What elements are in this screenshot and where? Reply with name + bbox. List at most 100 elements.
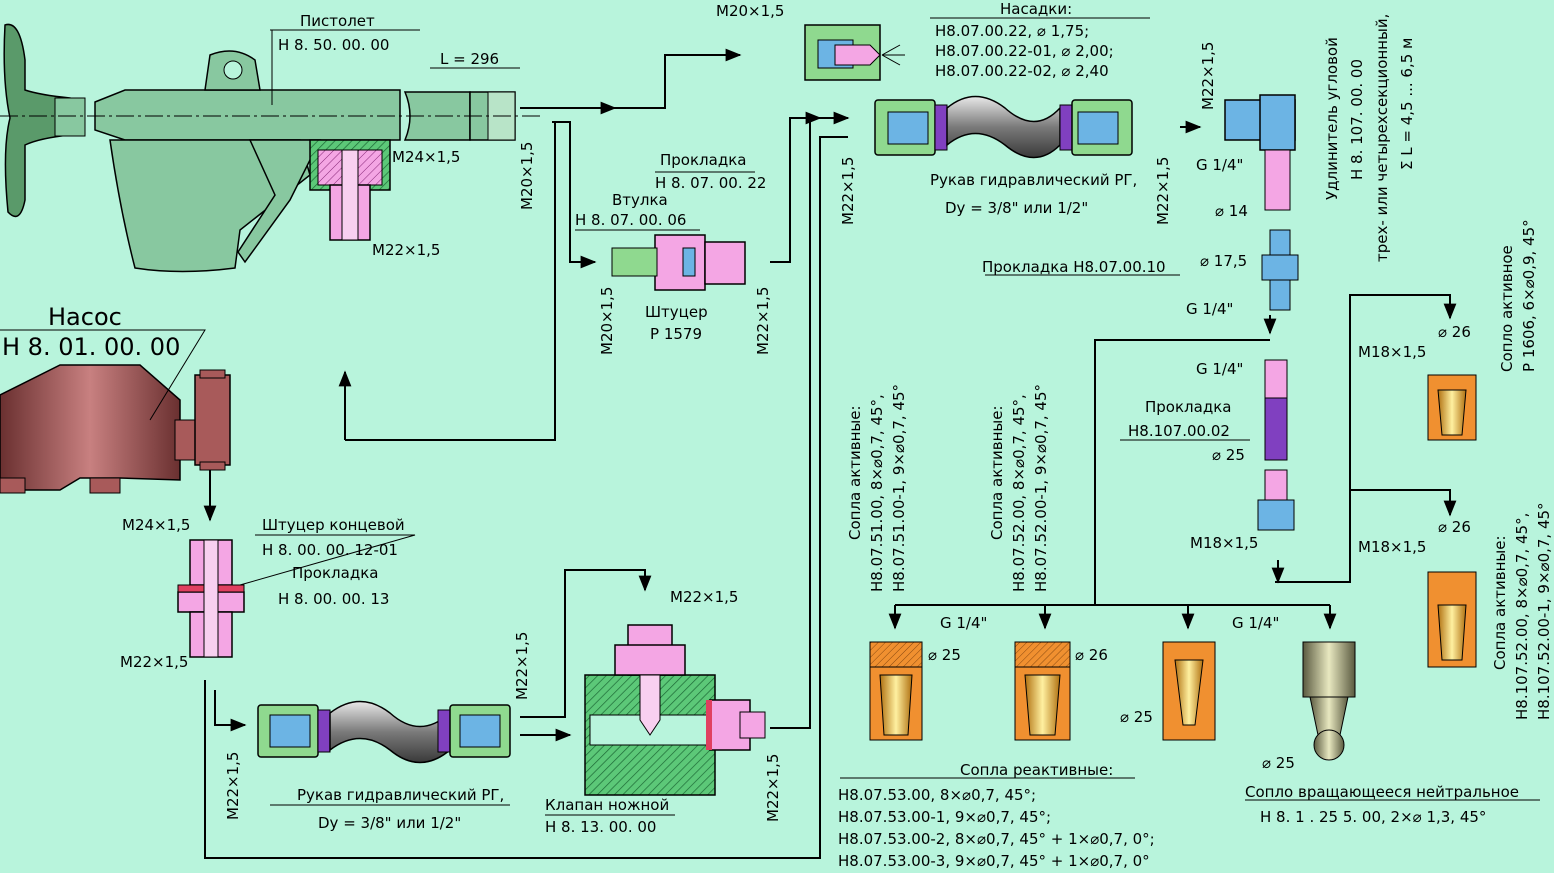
adapter-fitting: Штуцер bbox=[645, 303, 708, 321]
active-right-top-m18: M18×1,5 bbox=[1358, 343, 1426, 361]
hose-bottom-thread-right: M22×1,5 bbox=[513, 632, 531, 700]
active-b-title: Сопла активные: bbox=[988, 405, 1006, 540]
reactive-row-2: Н8.07.53.00-1, 9×⌀0,7, 45°; bbox=[838, 808, 1051, 826]
active-b-row-1: Н8.07.52.00, 8×⌀0,7, 45°, bbox=[1010, 394, 1028, 592]
nozzle-rotating bbox=[1302, 641, 1356, 761]
active-right-top-code: Р 1606, 6×⌀0,9, 45° bbox=[1520, 219, 1538, 372]
extension-thread-top: M22×1,5 bbox=[1199, 42, 1217, 110]
reactive-g14: G 1/4" bbox=[1232, 614, 1279, 632]
active-a-row-1: Н8.07.51.00, 8×⌀0,7, 45°, bbox=[868, 394, 886, 592]
reactive-d25: ⌀ 25 bbox=[1120, 708, 1153, 726]
adapter-sleeve: Втулка bbox=[612, 191, 668, 209]
active-b-row-2: Н8.07.52.00-1, 9×⌀0,7, 45° bbox=[1032, 384, 1050, 592]
foot-valve bbox=[584, 624, 766, 796]
valve-thread-top: M22×1,5 bbox=[670, 588, 738, 606]
active-right-bottom-row-2: Н8.107.52.00-1, 9×⌀0,7, 45° bbox=[1535, 502, 1553, 720]
pistol-title: Пистолет bbox=[300, 12, 375, 30]
rotating-title: Сопло вращающееся нейтральное bbox=[1245, 783, 1519, 801]
adapter bbox=[611, 234, 746, 291]
adapter-thread-right: M22×1,5 bbox=[754, 287, 772, 355]
nozzles-thread: M20×1,5 bbox=[716, 2, 784, 20]
end-fitting-gasket-code: Н 8. 00. 00. 13 bbox=[278, 590, 389, 608]
extension-d175: ⌀ 17,5 bbox=[1200, 252, 1247, 270]
nozzle-top bbox=[804, 24, 905, 81]
extension-gasket2: Прокладка bbox=[1145, 398, 1231, 416]
flow-lines bbox=[203, 48, 1457, 859]
reactive-row-3: Н8.07.53.00-2, 8×⌀0,7, 45° + 1×⌀0,7, 0°; bbox=[838, 830, 1155, 848]
nozzle-active-b bbox=[1014, 641, 1071, 741]
adapter-sleeve-code: Н 8. 07. 00. 06 bbox=[575, 211, 686, 229]
extension-g14-a: G 1/4" bbox=[1196, 156, 1243, 174]
active-a-row-2: Н8.07.51.00-1, 9×⌀0,7, 45° bbox=[890, 384, 908, 592]
rotating-code: Н 8. 1 . 25 5. 00, 2×⌀ 1,3, 45° bbox=[1260, 808, 1486, 826]
extension-d25: ⌀ 25 bbox=[1212, 446, 1245, 464]
pistol bbox=[0, 23, 540, 273]
pump-code: Н 8. 01. 00. 00 bbox=[2, 333, 180, 361]
hose-bottom-thread-left: M22×1,5 bbox=[224, 752, 242, 820]
valve-thread-right: M22×1,5 bbox=[764, 754, 782, 822]
nozzles-title: Насадки: bbox=[1000, 0, 1072, 18]
valve-code: Н 8. 13. 00. 00 bbox=[545, 818, 656, 836]
nozzle-active-right-top bbox=[1427, 374, 1477, 441]
nozzle-active-right-bottom bbox=[1427, 571, 1477, 668]
extension-m18: M18×1,5 bbox=[1190, 534, 1258, 552]
reactive-row-1: Н8.07.53.00, 8×⌀0,7, 45°; bbox=[838, 786, 1036, 804]
extension-g14-c: G 1/4" bbox=[1196, 360, 1243, 378]
extension-length: Σ L = 4,5 ... 6,5 м bbox=[1398, 38, 1416, 170]
end-fitting-thread-top: M24×1,5 bbox=[122, 516, 190, 534]
hose-bottom-label: Рукав гидравлический РГ, bbox=[297, 786, 504, 804]
extension-code: Н 8. 107. 00. 00 bbox=[1348, 59, 1366, 180]
active-right-bottom-m18: M18×1,5 bbox=[1358, 538, 1426, 556]
reactive-row-4: Н8.07.53.00-3, 9×⌀0,7, 45° + 1×⌀0,7, 0° bbox=[838, 852, 1150, 870]
active-right-bottom-row-1: Н8.107.52.00, 8×⌀0,7, 45°, bbox=[1513, 513, 1531, 720]
hose-top-dy: Dy = 3/8" или 1/2" bbox=[945, 199, 1088, 217]
active-b-d26: ⌀ 26 bbox=[1075, 646, 1108, 664]
active-a-d25: ⌀ 25 bbox=[928, 646, 961, 664]
active-right-bottom-d26: ⌀ 26 bbox=[1438, 518, 1471, 536]
extension-g14-b: G 1/4" bbox=[1186, 300, 1233, 318]
pistol-length: L = 296 bbox=[440, 50, 499, 68]
end-fitting bbox=[177, 539, 245, 658]
pump bbox=[0, 364, 231, 494]
end-fitting-title: Штуцер концевой bbox=[262, 516, 405, 534]
valve-title: Клапан ножной bbox=[545, 796, 669, 814]
rotating-d25: ⌀ 25 bbox=[1262, 754, 1295, 772]
adapter-gasket-code: Н 8. 07. 00. 22 bbox=[655, 174, 766, 192]
hose-bottom bbox=[257, 700, 511, 764]
adapter-fitting-code: Р 1579 bbox=[650, 325, 702, 343]
pistol-code: Н 8. 50. 00. 00 bbox=[278, 36, 389, 54]
end-fitting-gasket: Прокладка bbox=[292, 564, 378, 582]
reactive-title: Сопла реактивные: bbox=[960, 761, 1113, 779]
active-right-top-title: Сопло активное bbox=[1498, 245, 1516, 372]
nozzle-reactive bbox=[1162, 641, 1216, 741]
end-fitting-thread-bottom: M22×1,5 bbox=[120, 653, 188, 671]
pump-title: Насос bbox=[48, 303, 122, 331]
extension-gasket2-code: Н8.107.00.02 bbox=[1128, 422, 1230, 440]
active-a-title: Сопла активные: bbox=[846, 405, 864, 540]
hose-top-label: Рукав гидравлический РГ, bbox=[930, 171, 1137, 189]
extension-desc: трех- или четырехсекционный, bbox=[1373, 14, 1391, 262]
nozzles-row-3: Н8.07.00.22-02, ⌀ 2,40 bbox=[935, 62, 1109, 80]
hose-top-thread-left: M22×1,5 bbox=[839, 157, 857, 225]
hose-top-thread-right: M22×1,5 bbox=[1154, 157, 1172, 225]
hose-top bbox=[874, 95, 1133, 159]
active-right-bottom-title: Сопла активные: bbox=[1491, 535, 1509, 670]
extension-gasket: Прокладка Н8.07.00.10 bbox=[982, 258, 1166, 276]
pistol-thread-out: M20×1,5 bbox=[518, 142, 536, 210]
active-a-g14: G 1/4" bbox=[940, 614, 987, 632]
pistol-thread-top: M24×1,5 bbox=[392, 148, 460, 166]
active-right-top-d26: ⌀ 26 bbox=[1438, 323, 1471, 341]
extension-d14: ⌀ 14 bbox=[1215, 202, 1248, 220]
extension-title: Удлинитель угловой bbox=[1323, 37, 1341, 200]
nozzles-row-2: Н8.07.00.22-01, ⌀ 2,00; bbox=[935, 42, 1114, 60]
nozzle-active-a bbox=[869, 641, 923, 741]
end-fitting-code: Н 8. 00. 00. 12-01 bbox=[262, 541, 398, 559]
nozzles-row-1: Н8.07.00.22, ⌀ 1,75; bbox=[935, 22, 1089, 40]
hose-bottom-dy: Dy = 3/8" или 1/2" bbox=[318, 814, 461, 832]
adapter-gasket: Прокладка bbox=[660, 151, 746, 169]
angle-extension bbox=[1224, 94, 1299, 531]
adapter-thread-left: M20×1,5 bbox=[598, 287, 616, 355]
leader-lines bbox=[0, 17, 1540, 816]
